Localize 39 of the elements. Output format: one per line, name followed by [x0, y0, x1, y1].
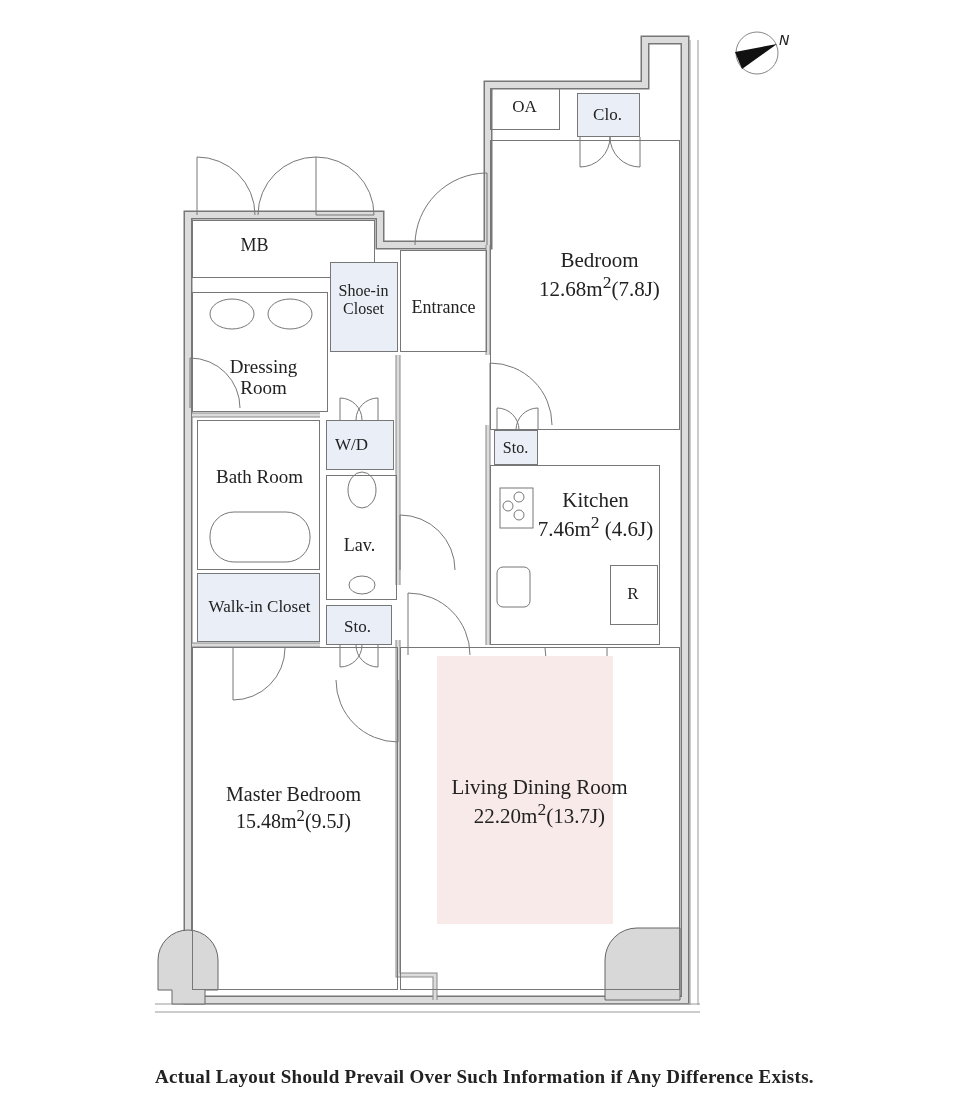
- room-label: Shoe-in Closet: [337, 281, 390, 318]
- room-label: Clo.: [592, 104, 623, 125]
- room-label: Sto.: [343, 616, 372, 637]
- room-area: [326, 605, 392, 645]
- area-label: 22.20m$^{2}$(13.7J): [472, 799, 607, 829]
- room-label: Sto.: [501, 438, 530, 457]
- room-label: Entrance: [410, 296, 477, 317]
- area-label: 7.46m$^{2}$ (4.6J): [536, 512, 655, 542]
- room-area: [192, 647, 398, 990]
- room-label: OA: [511, 96, 538, 117]
- room-area: [197, 420, 320, 570]
- north-label: N: [779, 32, 790, 48]
- room-label: Kitchen: [561, 487, 630, 512]
- room-area: [494, 430, 538, 465]
- room-area: [490, 465, 660, 645]
- room-label: Lav.: [342, 534, 377, 555]
- room-area: [326, 420, 394, 470]
- area-label: 15.48m$^{2}$(9.5J): [235, 805, 352, 833]
- caption: Actual Layout Should Prevail Over Such Information if Any Difference Exists.: [155, 1066, 814, 1087]
- room-area: [197, 573, 320, 642]
- room-area: [577, 93, 640, 137]
- room-area: [326, 475, 397, 600]
- room-label: MB: [239, 234, 270, 255]
- room-label: Master Bedroom: [225, 782, 362, 806]
- room-label: Walk-in Closet: [207, 596, 312, 617]
- room-label: Bath Room: [214, 465, 305, 488]
- room-label: Living Dining Room: [450, 774, 629, 799]
- room-label: Bedroom: [559, 247, 640, 272]
- room-area: [609, 564, 658, 625]
- room-area: [330, 262, 398, 352]
- room-area: [400, 647, 680, 990]
- room-area: [192, 292, 328, 412]
- room-area: [490, 88, 560, 130]
- room-label: W/D: [333, 434, 369, 455]
- room-area: [490, 140, 680, 430]
- room-label: Dressing Room: [228, 355, 299, 400]
- room-area: [400, 250, 487, 352]
- area-label: 12.68m$^{2}$(7.8J): [538, 272, 661, 302]
- room-label: R: [626, 584, 640, 604]
